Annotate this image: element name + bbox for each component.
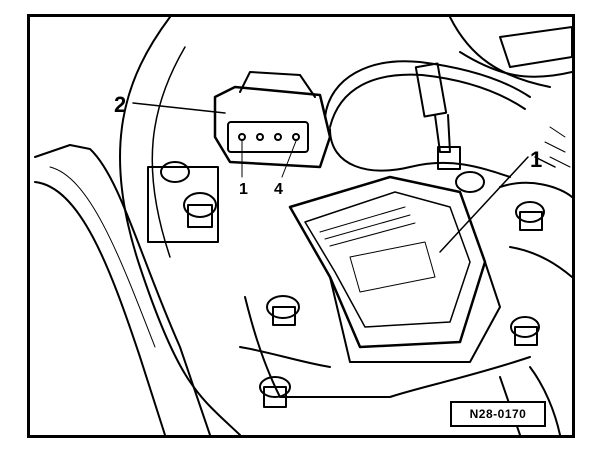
connector-housing bbox=[213, 85, 332, 169]
mount-bolt-body bbox=[514, 326, 538, 346]
bolt-head bbox=[183, 192, 217, 218]
bolt-body bbox=[187, 204, 213, 228]
engine-housing-outline bbox=[118, 17, 241, 435]
coil-lower-housing bbox=[329, 261, 501, 363]
sensor-lead bbox=[329, 128, 511, 178]
connector-pin bbox=[256, 133, 264, 141]
figure-code: N28-0170 bbox=[469, 407, 527, 421]
mount-bolt bbox=[266, 295, 300, 319]
mount-bolt-body bbox=[272, 306, 296, 326]
coil-module-body bbox=[288, 175, 487, 349]
bolt-head bbox=[160, 161, 190, 183]
callout-coil-unit: 1 bbox=[530, 147, 543, 172]
right-hatching bbox=[544, 126, 571, 168]
coil-ribs bbox=[319, 206, 416, 247]
mount-bolt bbox=[515, 201, 545, 223]
figure-code-badge: N28-0170 bbox=[450, 401, 546, 427]
connector-pin bbox=[292, 133, 300, 141]
bracket-block bbox=[147, 166, 219, 243]
connector-socket bbox=[227, 121, 309, 153]
intake-pipe bbox=[34, 144, 211, 435]
connector-pin bbox=[274, 133, 282, 141]
right-casting-4 bbox=[529, 366, 561, 435]
coil-module-top-face bbox=[304, 191, 471, 328]
wiring-harness-2 bbox=[329, 73, 526, 128]
leader-line-1-tail bbox=[534, 156, 556, 168]
leader-line-2 bbox=[132, 102, 226, 114]
engine-illustration bbox=[34, 17, 572, 435]
sensor-stem bbox=[434, 114, 451, 153]
base-plate bbox=[244, 296, 531, 398]
callout-connector: 2 bbox=[114, 92, 127, 117]
sensor-plug bbox=[414, 62, 448, 118]
leader-line-1 bbox=[439, 156, 529, 253]
pin-label-first: 1 bbox=[239, 181, 248, 198]
connector-top bbox=[239, 71, 316, 98]
leader-line-pin-4 bbox=[281, 140, 297, 178]
mount-bolt bbox=[510, 316, 540, 338]
intake-pipe-seam bbox=[49, 166, 156, 348]
connector-pin bbox=[238, 133, 246, 141]
wiring-harness bbox=[324, 60, 531, 118]
mount-bolt bbox=[455, 171, 485, 193]
top-pipe-1 bbox=[449, 17, 551, 88]
top-pipe-2 bbox=[459, 51, 572, 78]
diagram-frame: 2 1 1 4 N28-0170 bbox=[27, 14, 575, 438]
base-plate-edge bbox=[239, 346, 331, 368]
mount-bolt bbox=[259, 376, 291, 398]
right-casting bbox=[499, 181, 572, 198]
sensor-nut bbox=[437, 146, 461, 170]
intake-pipe-lower bbox=[34, 181, 166, 435]
top-bracket bbox=[499, 26, 572, 68]
mount-bolt-body bbox=[263, 386, 287, 408]
housing-inner-edge bbox=[151, 46, 186, 258]
right-casting-2 bbox=[509, 246, 572, 278]
pin-label-last: 4 bbox=[274, 181, 283, 198]
coil-label-area bbox=[349, 241, 436, 293]
mount-bolt-body bbox=[519, 211, 543, 231]
